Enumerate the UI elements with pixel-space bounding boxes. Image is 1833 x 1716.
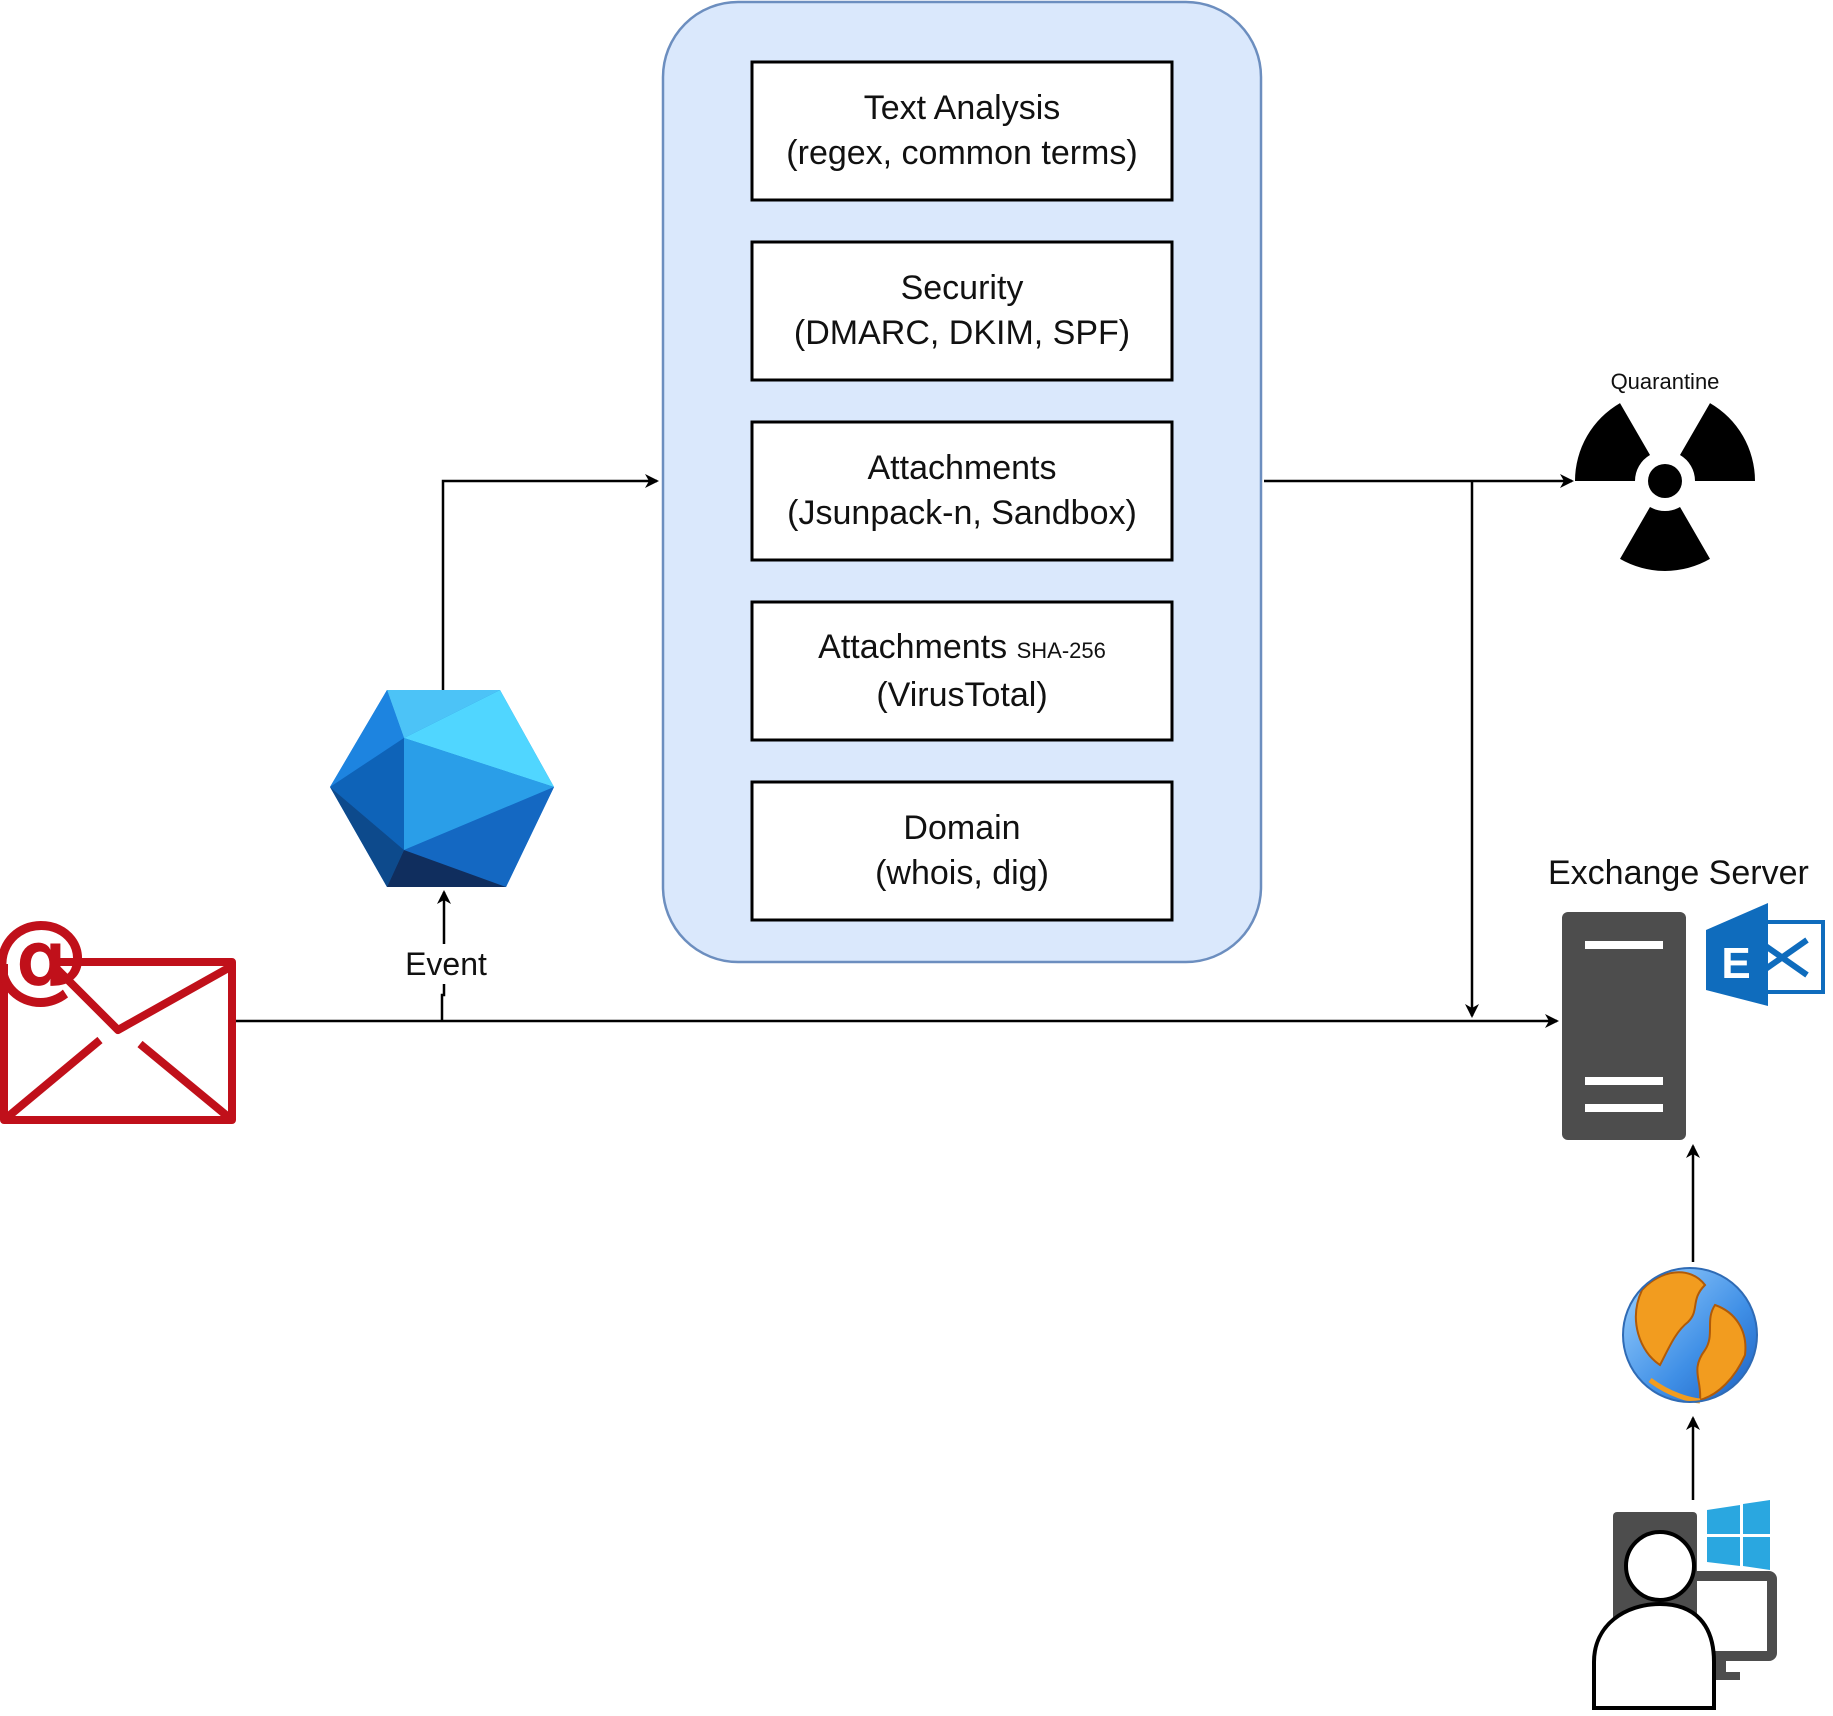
attachments-sandbox-box: [750, 420, 1174, 562]
svg-text:E: E: [1721, 939, 1750, 988]
exchange-server-label: Exchange Server: [1548, 854, 1809, 892]
edge-hub-to-analysis: [441, 474, 659, 690]
domain-box: [750, 780, 1174, 922]
attachments-hash-label: Attachments SHA-256 (VirusTotal): [818, 627, 1106, 714]
sha256-suffix: SHA-256: [1016, 637, 1106, 663]
text-analysis-box: [750, 60, 1174, 202]
polyhedron-icon: [330, 690, 554, 887]
attachments-hash-box: [750, 600, 1174, 742]
edge-email-event-to-hub: [437, 890, 451, 1021]
globe-icon: [1622, 1267, 1758, 1404]
user-workstation-icon: [1592, 1512, 1777, 1710]
radiation-icon: [1575, 403, 1755, 571]
svg-text:@: @: [0, 900, 89, 1014]
text-analysis-label: Text Analysis (regex, common terms): [786, 89, 1138, 172]
domain-label: Domain (whois, dig): [875, 809, 1049, 892]
event-label: Event: [384, 944, 508, 984]
exchange-logo-icon: E: [1706, 903, 1825, 1006]
quarantine-label: Quarantine: [1610, 369, 1720, 394]
security-box: [750, 240, 1174, 382]
email-at-icon: @: [0, 900, 236, 1124]
windows-logo-icon: [1707, 1500, 1770, 1570]
server-icon: [1562, 912, 1686, 1140]
attachments-sandbox-label: Attachments (Jsunpack-n, Sandbox): [787, 449, 1137, 532]
security-label: Security (DMARC, DKIM, SPF): [793, 269, 1131, 352]
